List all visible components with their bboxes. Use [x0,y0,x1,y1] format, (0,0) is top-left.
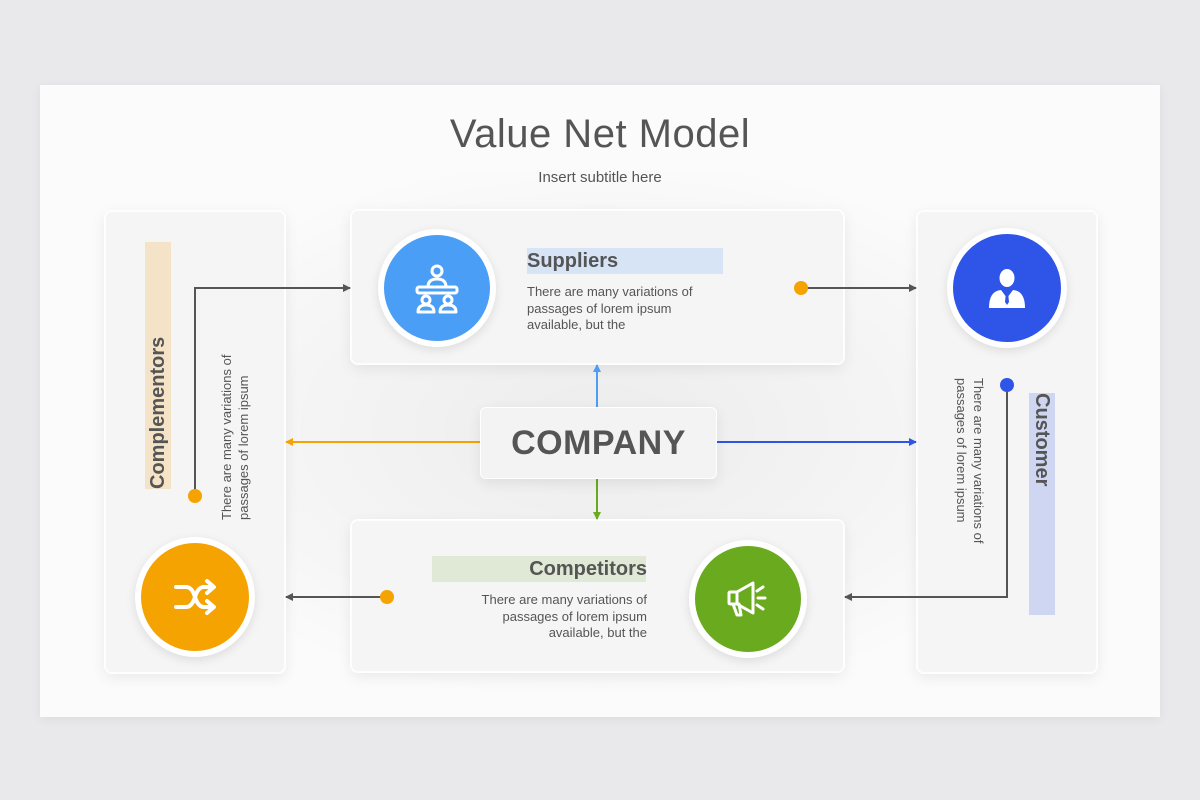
competitors-description: There are many variations of passages of… [481,592,647,640]
suppliers-label-highlight [527,248,723,274]
dot-competitors [380,590,394,604]
dot-customer [1000,378,1014,392]
customer-description: There are many variations of passages of… [954,378,987,544]
slide-subtitle: Insert subtitle here [538,169,662,186]
dot-suppliers [794,281,808,295]
arrow-customer-to-competitors [844,385,1008,601]
suppliers-description: There are many variations of passages of… [527,284,693,332]
customer-label: Customer [1031,393,1053,487]
complementors-label: Complementors [147,336,169,489]
competitors-icon-circle [689,540,807,658]
competitors-label-highlight [432,556,646,582]
competitors-label: Competitors [529,558,647,580]
complementors-label-highlight [145,242,171,489]
complementors-icon-circle [135,537,255,657]
customer-icon-circle [947,228,1067,348]
meeting-table-icon [415,264,459,314]
complementors-description: There are many variations of passages of… [219,354,251,520]
arrow-complementors-to-suppliers [194,284,351,496]
company-box: COMPANY [480,407,717,479]
dot-complementors [188,489,202,503]
suppliers-label: Suppliers [527,250,619,272]
customer-label-highlight [1029,393,1055,615]
shuffle-icon [174,579,216,615]
megaphone-icon [727,581,767,617]
slide-title: Value Net Model [449,112,751,156]
suppliers-icon-circle [378,229,496,347]
businessman-icon [989,269,1025,308]
